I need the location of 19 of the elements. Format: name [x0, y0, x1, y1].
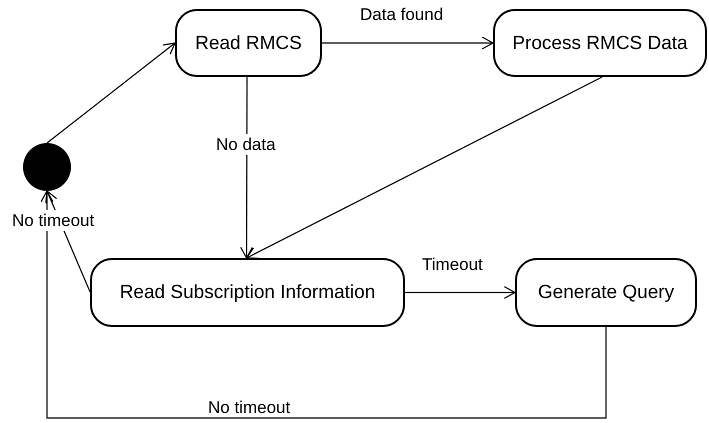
- state-box: [515, 258, 697, 327]
- arrow: [405, 286, 516, 300]
- state-box: [175, 9, 322, 77]
- edge-label: No timeout: [207, 397, 292, 418]
- arrow: [40, 190, 607, 419]
- arrow: [246, 76, 602, 259]
- edge-label: Data found: [359, 4, 444, 26]
- arrow: [240, 77, 254, 259]
- state-name: Generate Query: [538, 283, 674, 302]
- arrow: [322, 36, 494, 50]
- state-box: [493, 9, 707, 77]
- state-box: [90, 258, 405, 327]
- state-name: Read RMCS: [195, 34, 302, 52]
- arrow: [46, 42, 176, 144]
- state-name: Read Subscription Information: [120, 283, 376, 302]
- edge-label: No timeout: [10, 210, 96, 232]
- edge-label: Timeout: [421, 254, 484, 276]
- state-name: Process RMCS Data: [512, 34, 688, 52]
- edge-label: No data: [214, 134, 278, 156]
